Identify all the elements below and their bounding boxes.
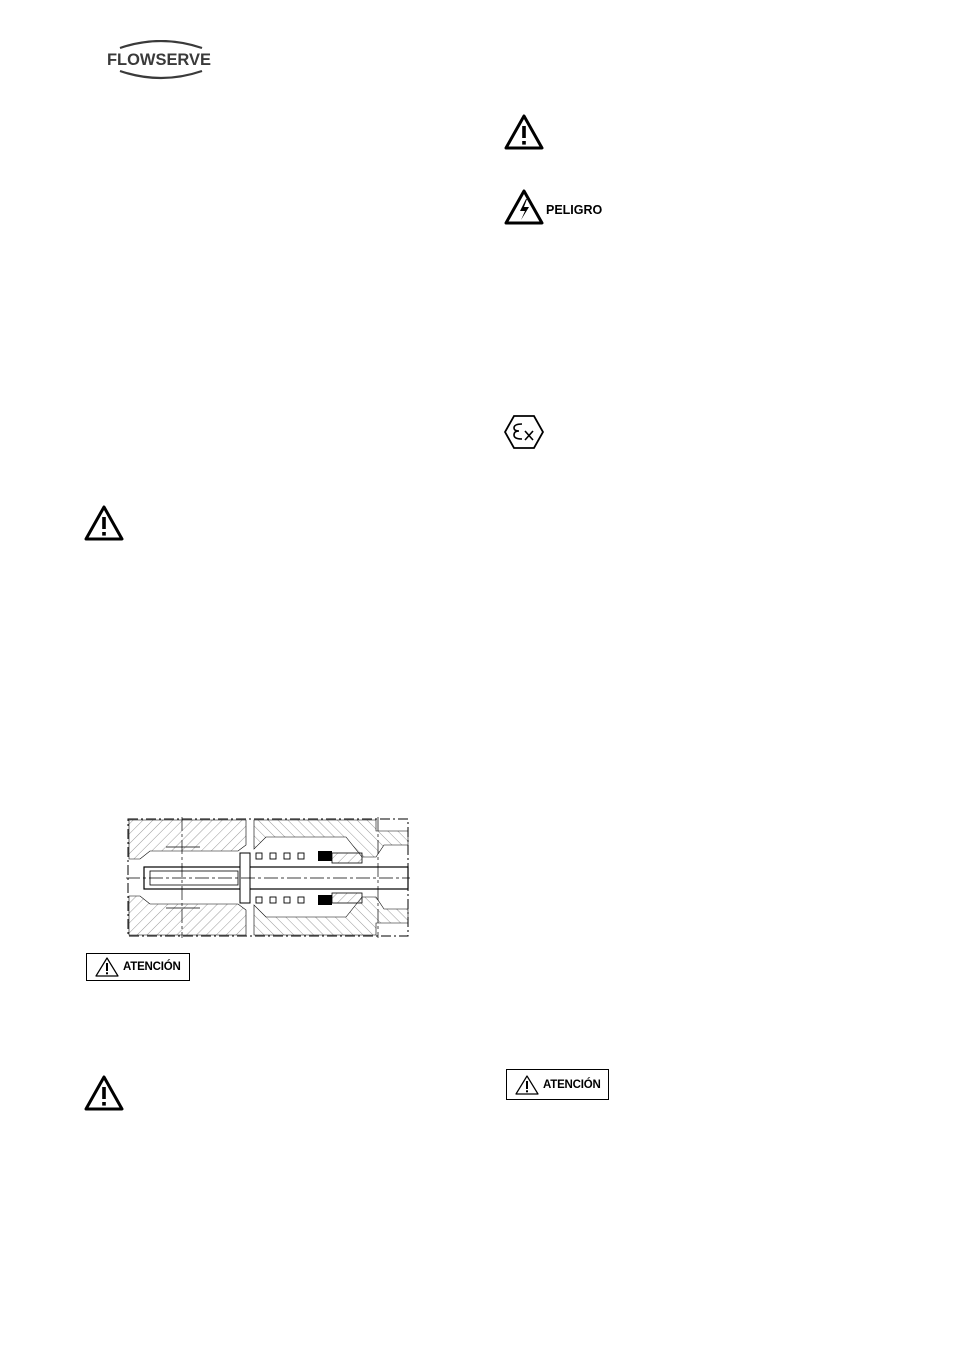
- caution-icon: [515, 1074, 539, 1095]
- atencion-notice: ATENCIÓN: [506, 1069, 609, 1100]
- atencion-notice: ATENCIÓN: [86, 953, 190, 981]
- danger-electric-symbol: PELIGRO: [504, 189, 602, 225]
- warning-icon: [84, 1075, 124, 1116]
- peligro-label: PELIGRO: [546, 203, 603, 217]
- atencion-label: ATENCIÓN: [123, 961, 181, 973]
- ex-explosion-icon: [503, 414, 545, 455]
- warning-icon: [504, 114, 544, 155]
- atencion-label: ATENCIÓN: [543, 1078, 601, 1091]
- mechanical-seal-drawing: [126, 817, 410, 938]
- flowserve-logo: FLOWSERVE: [106, 39, 216, 82]
- caution-icon: [95, 957, 119, 977]
- logo-wordmark: FLOWSERVE: [107, 50, 211, 69]
- warning-icon: [84, 505, 124, 546]
- electric-hazard-icon: [504, 189, 544, 225]
